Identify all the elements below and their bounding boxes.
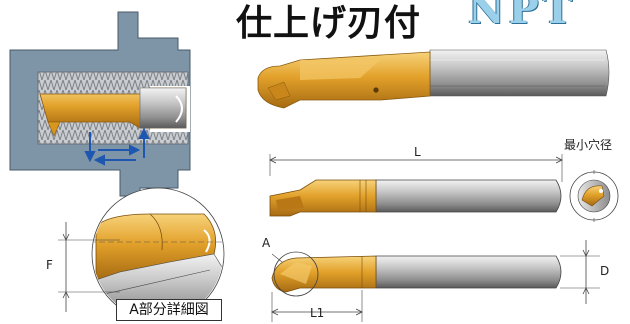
edge-height-label: F [46,258,53,272]
detail-a-view [58,187,225,321]
brand-logo: NPT [468,0,577,33]
detail-caption: A部分詳細図 [116,299,222,321]
diameter-label: D [600,264,610,278]
housing-section [9,11,191,197]
tool-drawing-diameter [271,240,600,322]
length-edge-label: L1 [310,306,325,320]
product-title: 仕上げ刃付 [236,3,422,44]
end-view [569,170,619,222]
detail-marker-label: A [262,236,271,250]
min-hole-diameter-label: 最小穴径 [564,138,613,152]
movement-arrows-icon [84,127,150,166]
tool-drawing-length [269,154,563,217]
length-total-label: L [414,145,421,159]
tool-render [257,49,610,109]
